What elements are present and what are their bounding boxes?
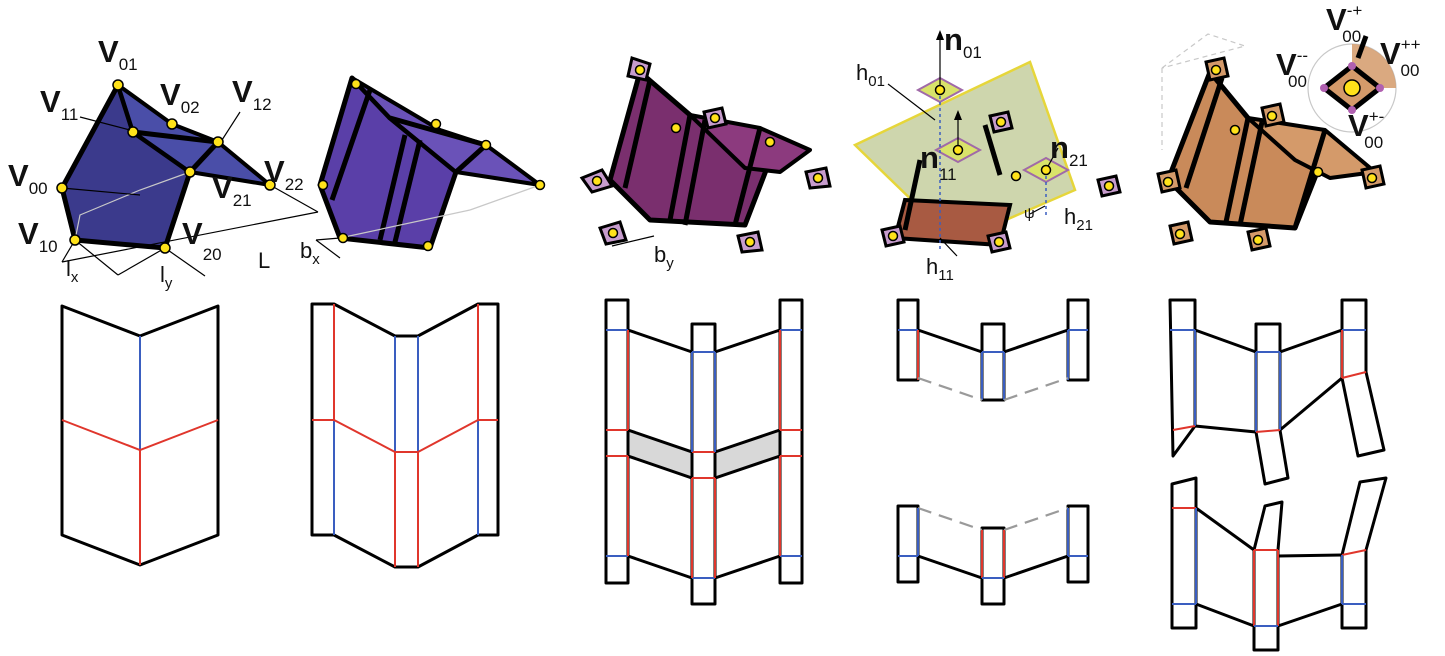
panel-4-3d-normals: n01 n11 n21 h01 h11 h21 ψ: [852, 22, 1122, 284]
panel-2-vertex: [430, 118, 442, 130]
label-v02: V02: [160, 77, 200, 117]
panel-3-vertex: [607, 227, 619, 239]
panel-2-vertex: [350, 78, 362, 90]
panel-5-body-right: [1246, 116, 1377, 180]
vertex-v11: [127, 126, 139, 138]
label-h11: h11: [926, 254, 954, 284]
panel-3-vertex: [709, 112, 721, 124]
vertex-v22: [264, 179, 276, 191]
vertex-v20: [159, 242, 171, 254]
label-v00-pp: V++00: [1380, 35, 1421, 80]
vertex-v10: [69, 234, 81, 246]
label-ly: ly: [160, 262, 173, 292]
label-v22: V22: [264, 154, 304, 194]
crease-pattern-4-bottom: [896, 504, 1090, 606]
vertex-v12: [212, 136, 224, 148]
label-v00-pm: V+-00: [1348, 107, 1384, 152]
panel-5-vertex: [1174, 228, 1186, 240]
panel-2-vertex: [422, 240, 434, 252]
crease-pattern-2: [310, 302, 500, 569]
panel-3-3d-pillars: by: [579, 56, 832, 272]
label-v21: V21: [212, 170, 252, 210]
vertex-v01: [112, 79, 124, 91]
panel-2-dimension-lines: [315, 237, 341, 259]
panel-3-vertex: [744, 236, 756, 248]
panel-5-vertex: [1366, 172, 1378, 184]
vertex-v00: [56, 182, 68, 194]
panel-5-vertex: [1162, 176, 1174, 188]
crease-pattern-3: [604, 298, 804, 606]
panel-5-vertex: [1266, 110, 1278, 122]
label-lx: lx: [66, 256, 79, 286]
panel-3-vertex: [591, 175, 603, 187]
label-psi: ψ: [1024, 205, 1035, 222]
panel-3-vertex: [670, 122, 682, 134]
panel-4-vertex: [934, 84, 946, 96]
panel-2-vertex: [480, 139, 492, 151]
label-by: by: [654, 242, 674, 272]
label-v01: V01: [98, 34, 138, 74]
label-v20: V20: [182, 216, 222, 264]
panel-2-vertex: [317, 179, 329, 191]
label-L: L: [258, 248, 270, 273]
crease-pattern-5-bottom: [1170, 476, 1388, 652]
panel-3-dimension-lines: [611, 235, 655, 247]
label-v12: V12: [232, 74, 272, 114]
panel-2-vertex: [337, 232, 349, 244]
panel-4-vertex: [993, 236, 1005, 248]
crease-pattern-4-top: [896, 298, 1090, 402]
crease-pattern-1: [60, 304, 220, 567]
label-v00-mm: V--00: [1276, 46, 1308, 91]
label-v11: V11: [40, 84, 78, 124]
label-h01: h01: [856, 60, 885, 90]
panel-2-vertex: [534, 179, 546, 191]
panel-5-vertex: [1229, 124, 1241, 136]
panel-5-vertex: [1252, 234, 1264, 246]
panel-5-3d-final: V-+00 V--00 V++00 V+-00: [1156, 1, 1421, 252]
panel-3-body-right: [688, 113, 812, 174]
label-bx: bx: [300, 238, 320, 268]
label-n01: n01: [944, 22, 982, 62]
label-v10: V10: [18, 216, 58, 256]
panel-1-dimension-lines: [61, 184, 319, 277]
panel-1-3d-base-cell: V01 V11 V02 V12 V00 V21 V22 V10 V20 lx l…: [8, 34, 319, 292]
panel-5-vertex: [1312, 166, 1324, 178]
label-n21: n21: [1050, 130, 1088, 170]
panel-3-vertex: [634, 64, 646, 76]
label-h21: h21: [1064, 204, 1093, 234]
crease-pattern-3-shaded-band: [626, 427, 694, 481]
panel-4-vertex: [995, 116, 1007, 128]
panel-3-vertex: [812, 172, 824, 184]
panel-2-3d-thick-panels: bx: [300, 75, 546, 268]
panel-4-vertex: [1103, 180, 1115, 192]
vertex-v21: [184, 166, 196, 178]
label-n11: n11: [920, 140, 957, 184]
label-v00: V00: [8, 158, 48, 198]
panel-4-vertex: [887, 230, 899, 242]
crease-pattern-3-shaded-band: [713, 427, 782, 481]
panel-3-vertex: [764, 136, 776, 148]
vertex-detail-inset: [1307, 35, 1397, 133]
panel-5-vertex: [1210, 64, 1222, 76]
label-v00-mp: V-+00: [1326, 1, 1362, 46]
panel-4-vertex: [1040, 164, 1052, 176]
crease-pattern-5-top: [1168, 298, 1386, 486]
panel-4-vertex: [1010, 170, 1022, 182]
vertex-v02: [166, 118, 178, 130]
panel-4-vertex: [952, 144, 964, 156]
